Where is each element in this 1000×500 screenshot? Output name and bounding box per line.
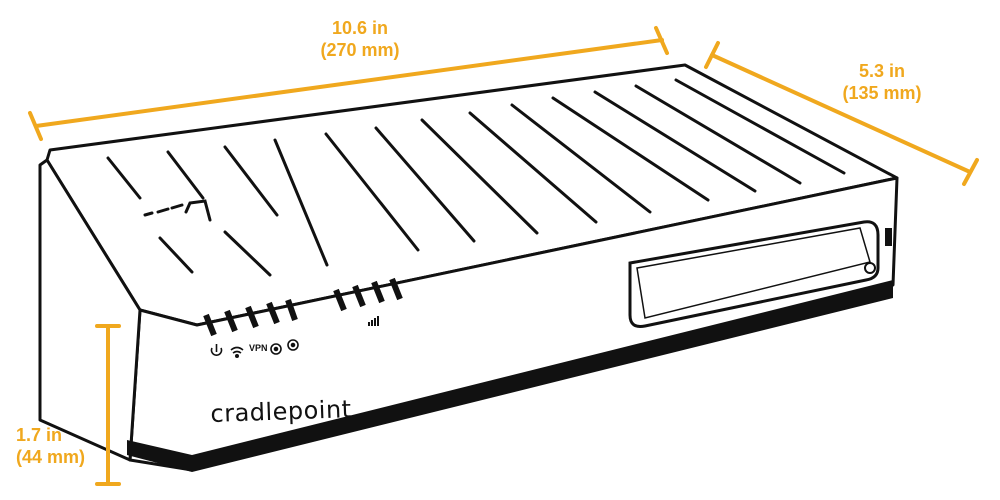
length-imperial: 10.6 in: [331, 18, 389, 38]
length-metric: (270 mm): [320, 40, 400, 60]
router-body: [38, 63, 899, 472]
modem-signal-icon: [287, 339, 299, 351]
base-stripe: [127, 280, 893, 472]
led-indicators: [203, 299, 298, 337]
depth-imperial: 5.3 in: [858, 61, 906, 81]
brand-logo-text: cradlepoint: [210, 395, 353, 428]
height-imperial: 1.7 in: [16, 425, 63, 445]
logo-mark-icon: [143, 199, 212, 222]
height-dimension-label: 1.7 in (44 mm): [0, 424, 116, 468]
cellular-bars-icon: [368, 316, 379, 326]
vent-slots: [106, 78, 846, 277]
power-icon: [210, 344, 223, 356]
depth-dimension-label: 5.3 in (135 mm): [822, 60, 942, 104]
depth-metric: (135 mm): [842, 83, 922, 103]
wifi-icon: [230, 346, 244, 358]
length-dimension-label: 10.6 in (270 mm): [290, 17, 430, 61]
dimension-lines: [28, 26, 979, 486]
signal-led-indicators: [333, 277, 403, 312]
left-face: [38, 158, 142, 462]
vpn-indicator-label: VPN: [249, 343, 268, 353]
card-slot: [628, 220, 880, 328]
wan-signal-icon: [270, 343, 282, 355]
side-port: [885, 228, 892, 246]
height-metric: (44 mm): [16, 447, 86, 467]
